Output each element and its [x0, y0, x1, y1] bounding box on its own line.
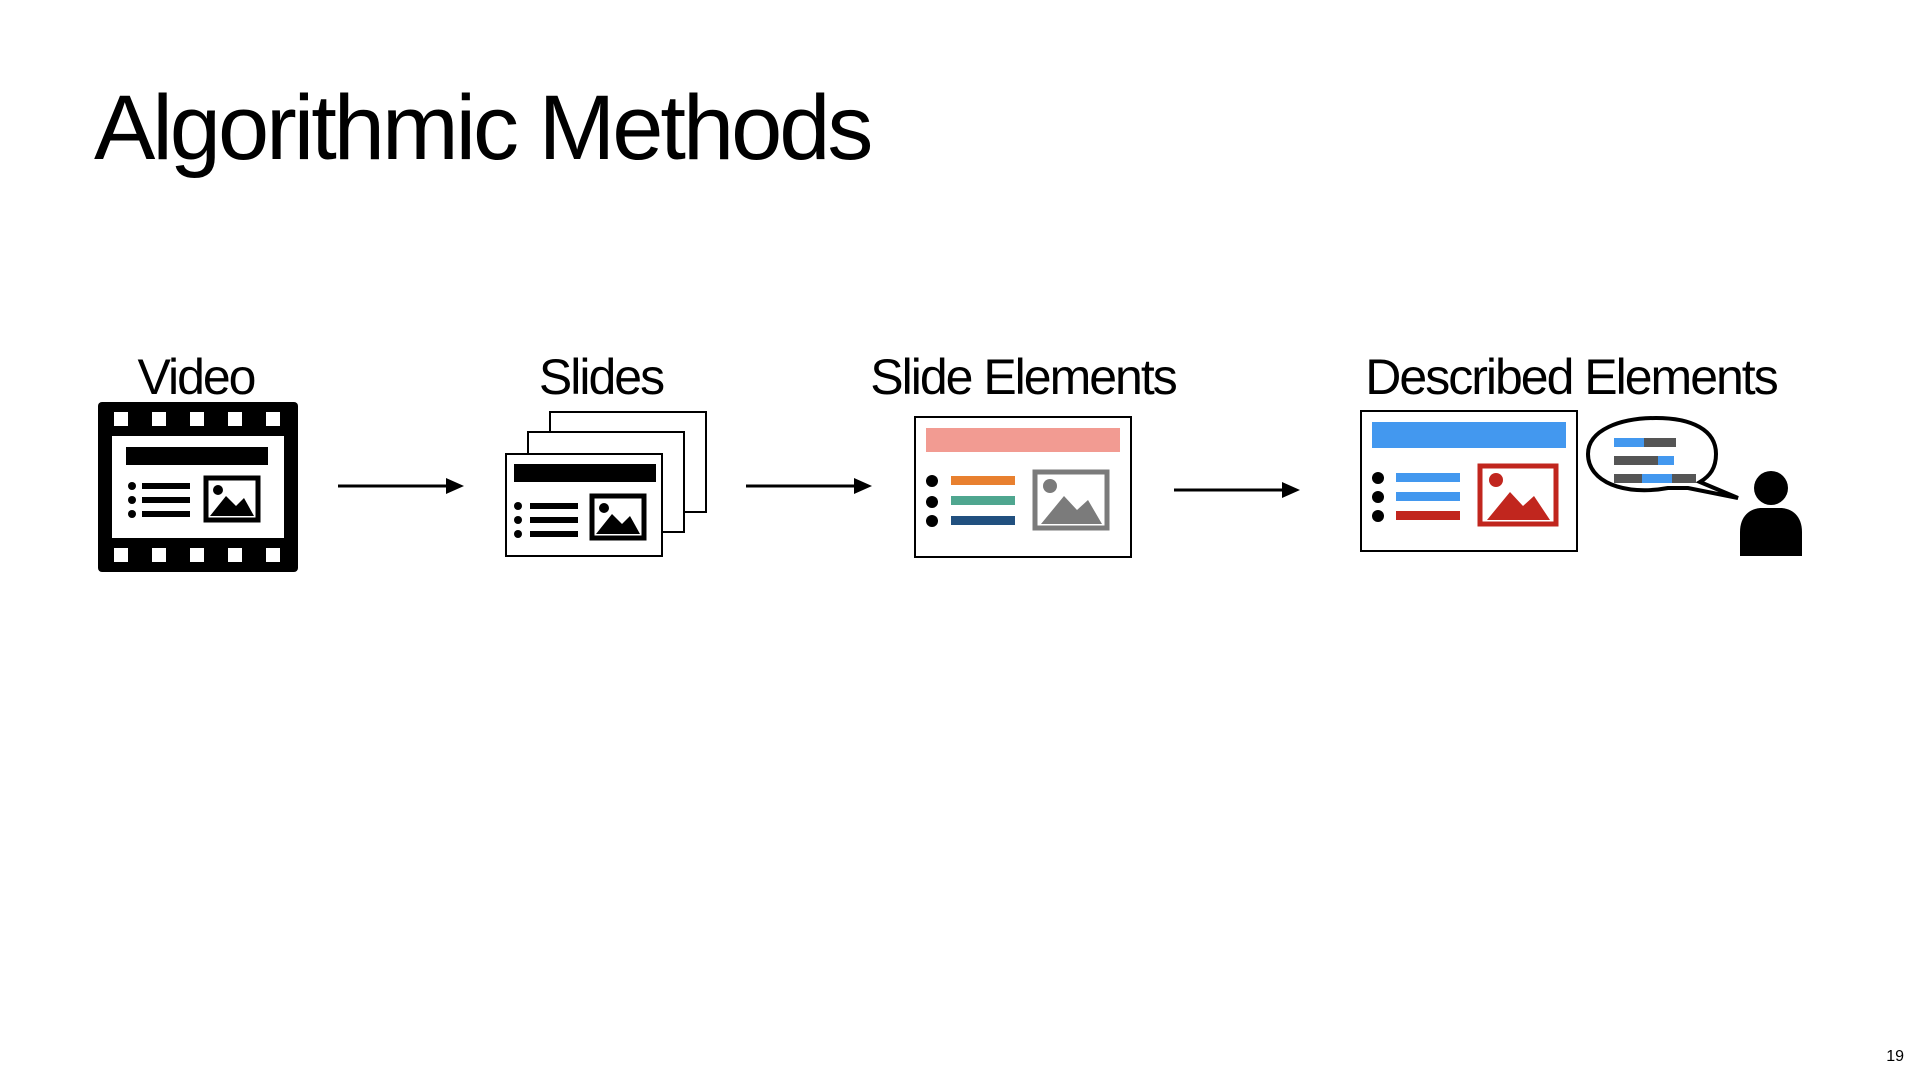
slide-elements-icon: [914, 416, 1132, 558]
described-elements-icon: [1360, 410, 1578, 552]
stage-label-slide-elements: Slide Elements: [870, 349, 1177, 405]
arrow-right-icon: [338, 478, 464, 494]
arrow-right-icon: [746, 478, 872, 494]
stage-label-slides: Slides: [538, 349, 665, 405]
person-icon: [1740, 471, 1802, 556]
arrow-right-icon: [1174, 482, 1300, 498]
page-number: 19: [1886, 1048, 1904, 1065]
stage-label-described-elements: Described Elements: [1365, 349, 1778, 405]
slide-stack-icon: [505, 411, 707, 557]
slide-title: Algorithmic Methods: [94, 77, 873, 179]
video-film-icon: [98, 402, 298, 572]
stage-label-video: Video: [137, 349, 257, 405]
speech-bubble-icon: [1585, 416, 1739, 500]
